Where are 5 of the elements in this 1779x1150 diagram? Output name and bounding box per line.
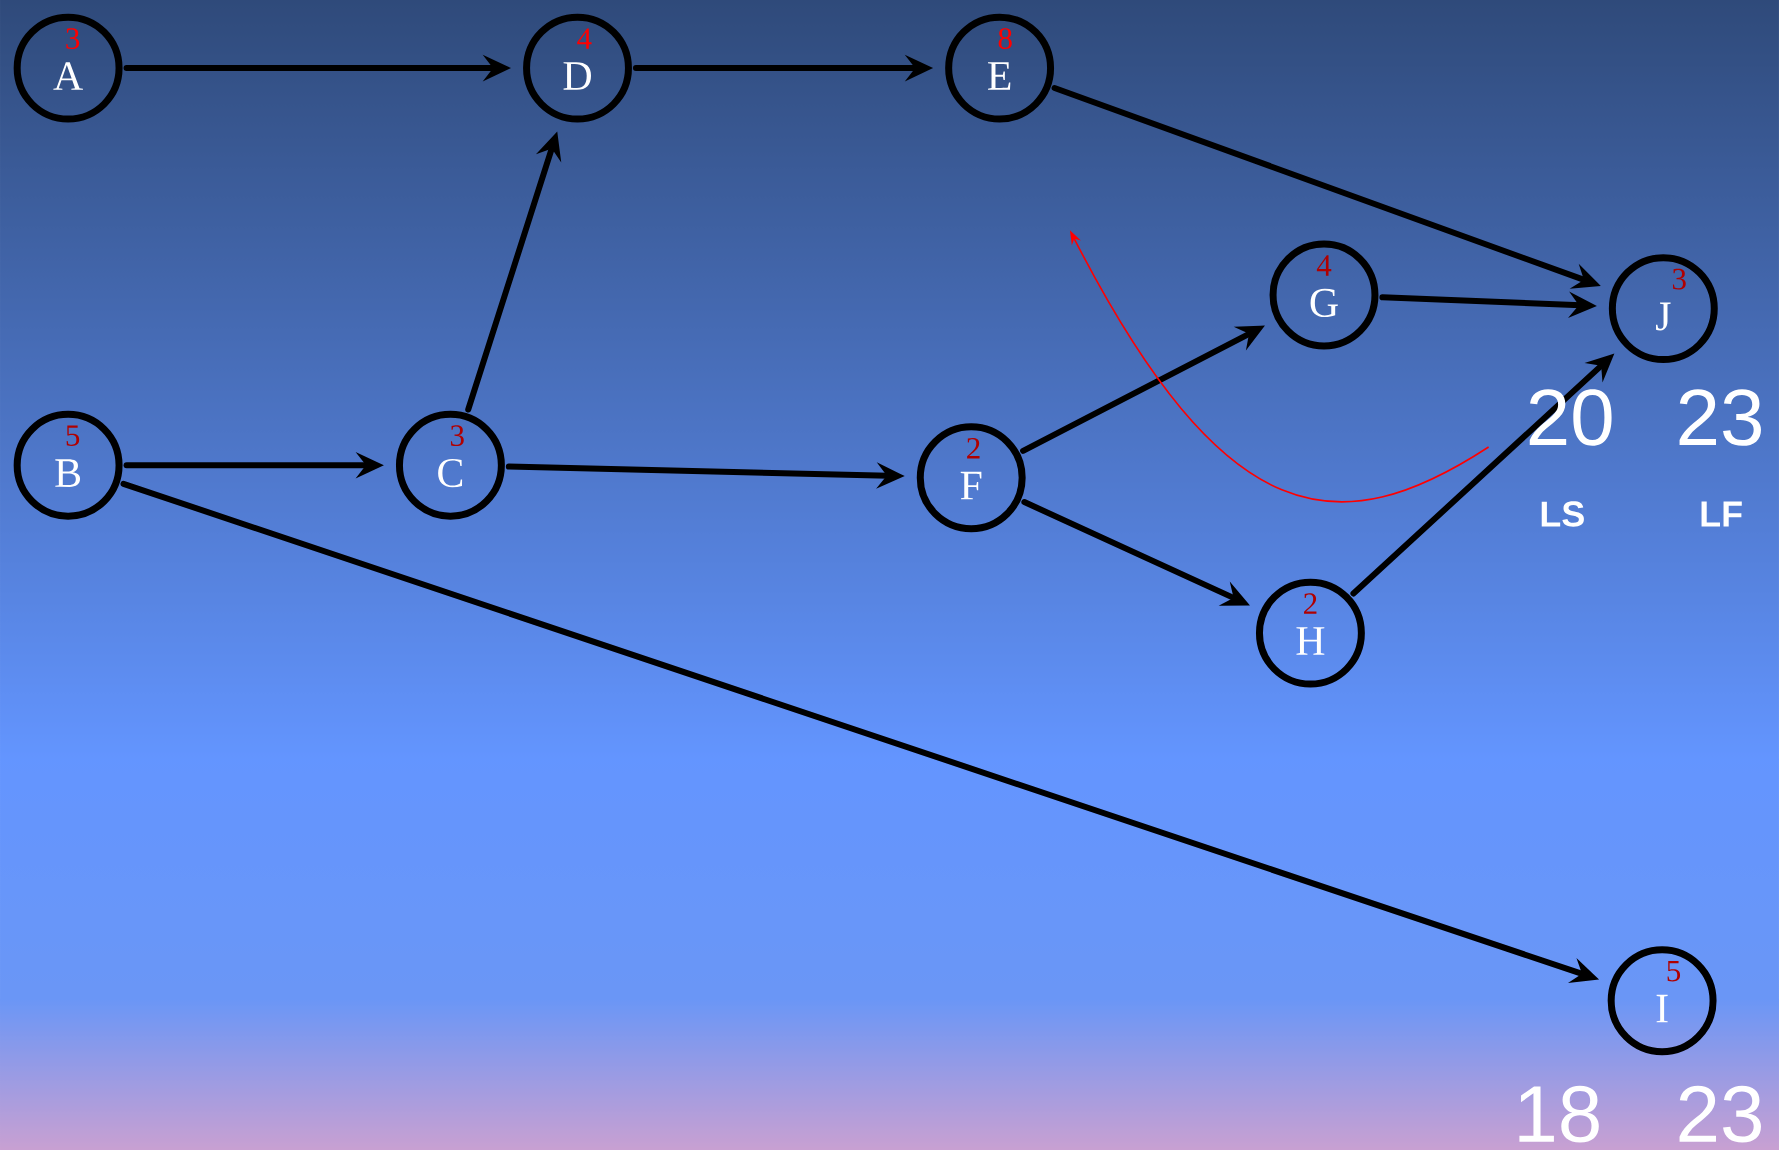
- column-label: LF: [1701, 501, 1742, 527]
- time-value: 18: [1519, 1085, 1599, 1143]
- column-label: LS: [1541, 501, 1584, 527]
- time-value: 23: [1679, 389, 1761, 446]
- time-value: 23: [1679, 1085, 1761, 1143]
